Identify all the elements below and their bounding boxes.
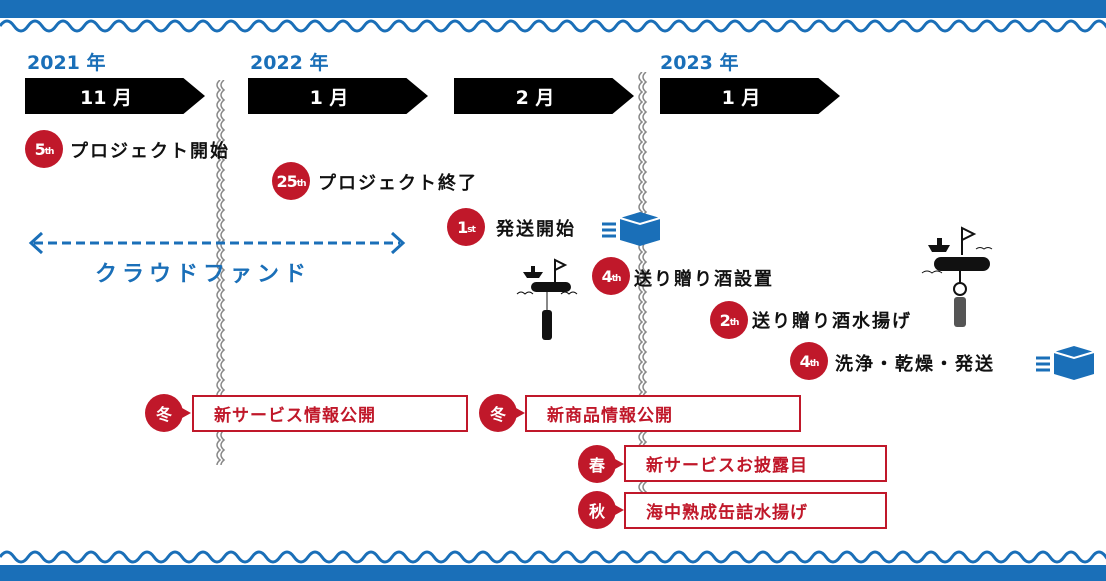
season-badge: 冬 [145, 394, 191, 432]
season-badge: 冬 [479, 394, 525, 432]
seasonal-label: 新サービス情報公開 [214, 406, 376, 426]
seasonal-label: 新商品情報公開 [547, 406, 673, 426]
shipping-box-icon [602, 212, 661, 246]
year-2021: 2021 年 [27, 52, 106, 74]
seasonal-label: 新サービスお披露目 [646, 456, 808, 476]
top-wave-border [0, 0, 1106, 33]
season-badge: 春 [578, 445, 624, 483]
month-arrow-2022-02: 2 月 [454, 78, 634, 114]
season-badge: 秋 [578, 491, 624, 529]
raft-lifting-bottle-icon [921, 226, 993, 327]
event-shipping-start: 発送開始 [496, 219, 576, 240]
event-project-end: プロジェクト終了 [318, 173, 478, 194]
crowdfunding-double-arrow [28, 231, 406, 255]
event-sake-placement: 送り贈り酒設置 [634, 269, 774, 290]
seasonal-box: 新商品情報公開 [525, 395, 801, 432]
crowdfunding-label: クラウドファンド [95, 262, 312, 287]
seasonal-box: 新サービスお披露目 [624, 445, 887, 482]
event-project-start: プロジェクト開始 [70, 141, 230, 162]
event-sake-lifting: 送り贈り酒水揚げ [752, 311, 912, 332]
event-wash-dry-ship: 洗浄・乾燥・発送 [835, 354, 995, 375]
time-break-line [638, 72, 648, 507]
seasonal-box: 新サービス情報公開 [192, 395, 468, 432]
seasonal-box: 海中熟成缶詰水揚げ [624, 492, 887, 529]
raft-sinking-bottle-icon [516, 258, 578, 340]
seasonal-label: 海中熟成缶詰水揚げ [646, 503, 808, 523]
month-arrow-2021-11: 11 月 [25, 78, 205, 114]
year-2023: 2023 年 [660, 52, 739, 74]
month-arrow-2022-01: 1 月 [248, 78, 428, 114]
bottom-wave-border [0, 550, 1106, 581]
month-arrow-2023-01: 1 月 [660, 78, 840, 114]
year-2022: 2022 年 [250, 52, 329, 74]
shipping-box-icon [1036, 346, 1095, 380]
